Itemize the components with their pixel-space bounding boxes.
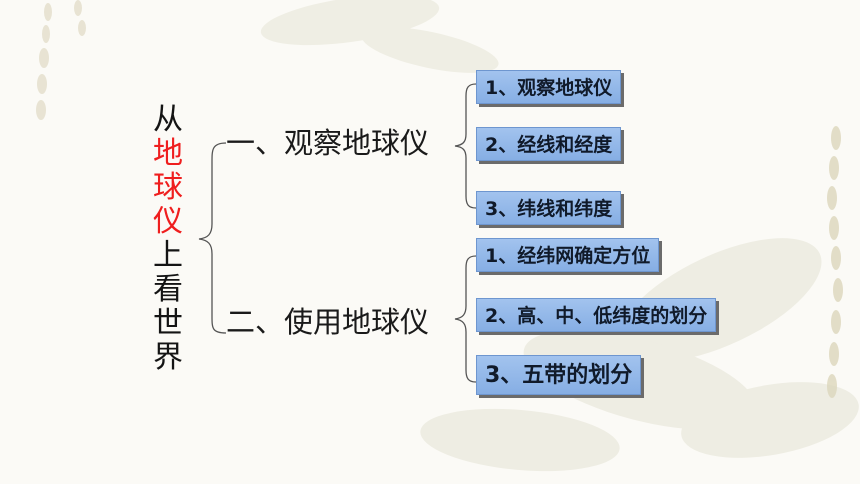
topic-box-latitude: 3、纬线和纬度 [476, 191, 622, 225]
title-char: 地 [153, 136, 183, 171]
main-bracket [198, 142, 227, 334]
title-char: 球 [153, 170, 183, 205]
title-char: 世 [153, 306, 183, 341]
title-char: 仪 [153, 204, 183, 239]
topic-box-grid-direction: 1、经纬网确定方位 [476, 238, 660, 272]
section-label-1: 一、观察地球仪 [226, 126, 430, 160]
topic-box-latitude-zones: 2、高、中、低纬度的划分 [476, 298, 717, 332]
title-char: 从 [153, 102, 183, 137]
section-2-bracket [454, 255, 477, 383]
title-char: 界 [153, 340, 183, 375]
topic-box-five-zones: 3、五带的划分 [476, 355, 642, 395]
vertical-title: 从地球仪上看世界 [150, 103, 190, 375]
title-char: 看 [153, 272, 183, 307]
section-1-bracket [454, 83, 477, 209]
topic-box-longitude: 2、经线和经度 [476, 127, 622, 161]
topic-box-observe-globe: 1、观察地球仪 [476, 70, 622, 104]
title-char: 上 [153, 238, 183, 273]
section-label-2: 二、使用地球仪 [226, 305, 430, 339]
